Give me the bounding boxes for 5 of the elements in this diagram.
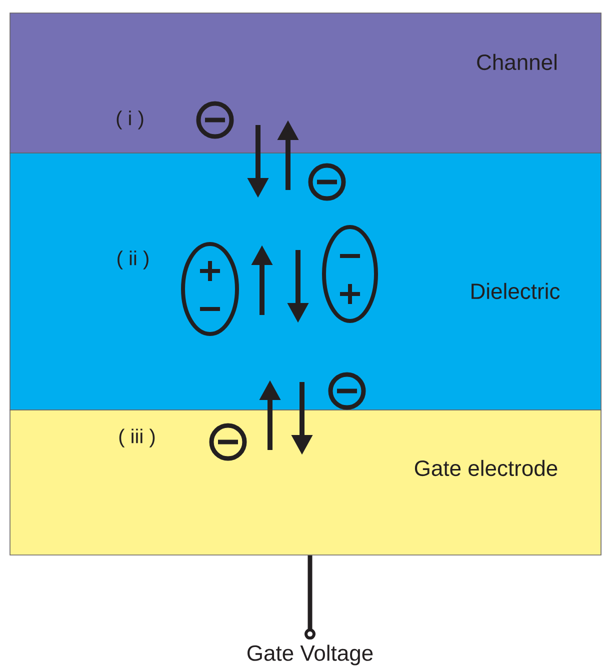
case-label: ( i ) bbox=[116, 110, 144, 130]
case-label: ( iii ) bbox=[119, 428, 155, 448]
case-label: ( ii ) bbox=[118, 250, 148, 270]
wire bbox=[304, 555, 316, 640]
terminal-label: Gate Voltage bbox=[248, 644, 373, 666]
